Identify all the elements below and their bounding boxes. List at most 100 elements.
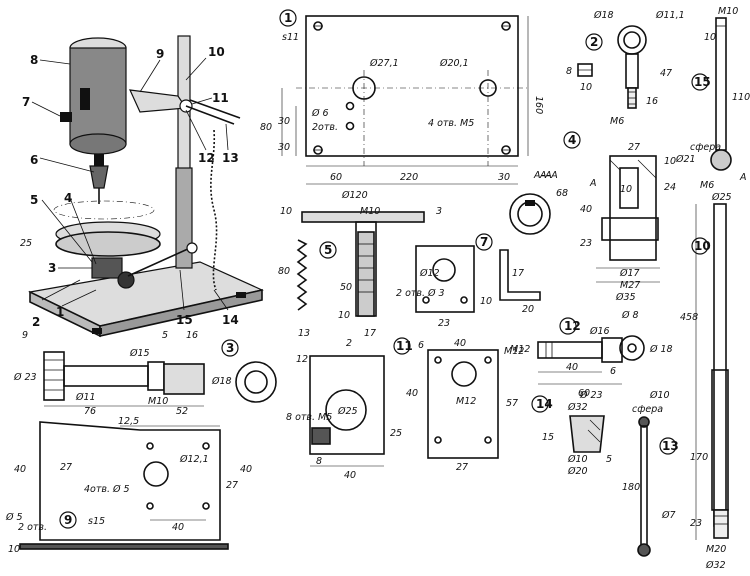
p10-h23: 23 — [690, 518, 702, 529]
p1-w30: 30 — [498, 172, 510, 183]
p1-d-big: Ø27,1 — [369, 58, 399, 69]
p3-l16: 16 — [186, 330, 198, 341]
p1-h30a: 30 — [278, 116, 290, 127]
assembly-view: 8 7 6 5 4 3 2 1 9 10 11 12 13 14 15 25 — [20, 35, 264, 338]
p1-h80: 80 — [260, 122, 272, 133]
p2-h47: 47 — [660, 68, 672, 79]
part-label-10: 10 — [694, 239, 711, 253]
p4-d17: Ø17 — [619, 268, 640, 279]
p11-w27: 27 — [456, 462, 468, 473]
p12-d16: Ø16 — [589, 326, 610, 337]
p9-h40: 40 — [14, 464, 26, 475]
callout-7: 7 — [22, 95, 30, 109]
part-clamp: Ø25 8 отв. M5 12 2 25 40 8 — [286, 338, 402, 481]
p14-d20: Ø20 — [567, 466, 588, 477]
p5-h10b: 10 — [338, 310, 350, 321]
p4-m27: M27 — [620, 280, 640, 291]
part-5-disc: 5 Ø120 M10 10 80 50 10 13 17 3 — [278, 190, 442, 339]
p7-two: 2 отв. Ø 3 — [396, 288, 445, 299]
p3-l9: 9 — [22, 330, 28, 341]
p12-m12: M12 — [510, 344, 530, 355]
pclamp-d25: Ø25 — [337, 406, 358, 417]
pclamp-m5: 8 отв. M5 — [286, 412, 332, 423]
p1-h30b: 30 — [278, 142, 290, 153]
p1-w220: 220 — [400, 172, 418, 183]
callout-13: 13 — [222, 151, 239, 165]
part-label-7: 7 — [480, 235, 488, 249]
section-ring — [509, 193, 551, 235]
pclamp-h25: 25 — [390, 428, 402, 439]
p3-l52: 52 — [176, 406, 188, 417]
p10-d25: Ø25 — [711, 192, 732, 203]
p4-h24: 24 — [664, 182, 676, 193]
part-2-eyebolt: 2 Ø18 Ø11,1 47 16 10 8 M6 — [566, 10, 685, 127]
p3-m10: M10 — [148, 396, 168, 407]
pclamp-h12: 12 — [296, 354, 308, 365]
p15-h110: 110 — [732, 92, 750, 103]
p9-h27b: 27 — [226, 480, 238, 491]
p1-w60: 60 — [330, 172, 342, 183]
p4-h23: 23 — [580, 238, 592, 249]
part-label-5: 5 — [324, 243, 332, 257]
part-14-cap: 14 Ø 23 Ø32 15 Ø10 Ø20 5 — [531, 390, 612, 477]
p9-h10: 10 — [8, 544, 20, 555]
p10-l458: 458 — [680, 312, 698, 323]
p5-w17: 17 — [364, 328, 376, 339]
p11-h6: 6 — [418, 340, 424, 351]
p1-d-small: Ø 6 — [311, 108, 329, 119]
p11-h57: 57 — [506, 398, 518, 409]
p9-four: 4отв. Ø 5 — [84, 484, 130, 495]
p5-w3: 3 — [436, 206, 442, 217]
p4-h68: 68 — [556, 188, 568, 199]
p9-s15: s15 — [88, 516, 105, 527]
p1-section: A–A — [533, 170, 552, 181]
p15-a: A — [739, 172, 747, 183]
p5-h10: 10 — [280, 206, 292, 217]
callout-15: 15 — [176, 313, 193, 327]
part-label-12: 12 — [564, 319, 581, 333]
p2-h8: 8 — [566, 66, 572, 77]
callout-12: 12 — [198, 151, 215, 165]
p12-d18: Ø 18 — [649, 344, 673, 355]
p11-w40: 40 — [454, 338, 466, 349]
p5-h50: 50 — [340, 282, 352, 293]
callout-3: 3 — [48, 261, 56, 275]
pclamp-w2: 2 — [346, 338, 352, 349]
p3-d11: Ø11 — [75, 392, 96, 403]
p9-d5: Ø 5 — [5, 512, 23, 523]
p9-h40b: 40 — [240, 464, 252, 475]
p5-d120: Ø120 — [341, 190, 368, 201]
motor — [69, 47, 127, 145]
p14-d23: Ø 23 — [579, 390, 603, 401]
part-label-9: 9 — [64, 513, 72, 527]
p2-w10: 10 — [580, 82, 592, 93]
p4-w10: 10 — [620, 184, 632, 195]
p3-l5: 5 — [162, 330, 168, 341]
p1-d-mid: Ø20,1 — [439, 58, 469, 69]
part-10-column: 10 Ø25 458 170 23 M20 Ø32 — [680, 192, 732, 571]
callout-4: 4 — [64, 191, 72, 205]
p4-h10: 10 — [664, 156, 676, 167]
p12-l60: 60 — [578, 388, 590, 399]
part-4-bushing: 4 27 10 24 23 40 68 10 Ø17 M27 Ø35 A A–A — [539, 131, 676, 303]
p5-h80: 80 — [278, 266, 290, 277]
p2-h16: 16 — [646, 96, 658, 107]
part-label-3: 3 — [226, 341, 234, 355]
p14-h5: 5 — [606, 454, 612, 465]
p14-d32: Ø32 — [567, 402, 588, 413]
p13-d7: Ø7 — [661, 510, 676, 521]
p13-l180: 180 — [622, 482, 640, 493]
part-15-rod: 15 M10 10 110 Ø21 сфера M6 A — [675, 6, 750, 191]
part-label-13: 13 — [662, 439, 679, 453]
p1-four-holes: 4 отв. M5 — [428, 118, 474, 129]
callout-14: 14 — [222, 313, 239, 327]
p2-d18: Ø18 — [593, 10, 614, 21]
p9-two: 2 отв. — [18, 522, 47, 533]
part-12-pin: 12 Ø 8 Ø16 Ø 18 40 60 6 M12 — [510, 310, 673, 399]
p2-d11: Ø11,1 — [655, 10, 685, 21]
p9-d121: Ø12,1 — [179, 454, 209, 465]
p15-h10: 10 — [704, 32, 716, 43]
callout-5: 5 — [30, 193, 38, 207]
callout-6: 6 — [30, 153, 38, 167]
p7-d12: Ø12 — [419, 268, 440, 279]
